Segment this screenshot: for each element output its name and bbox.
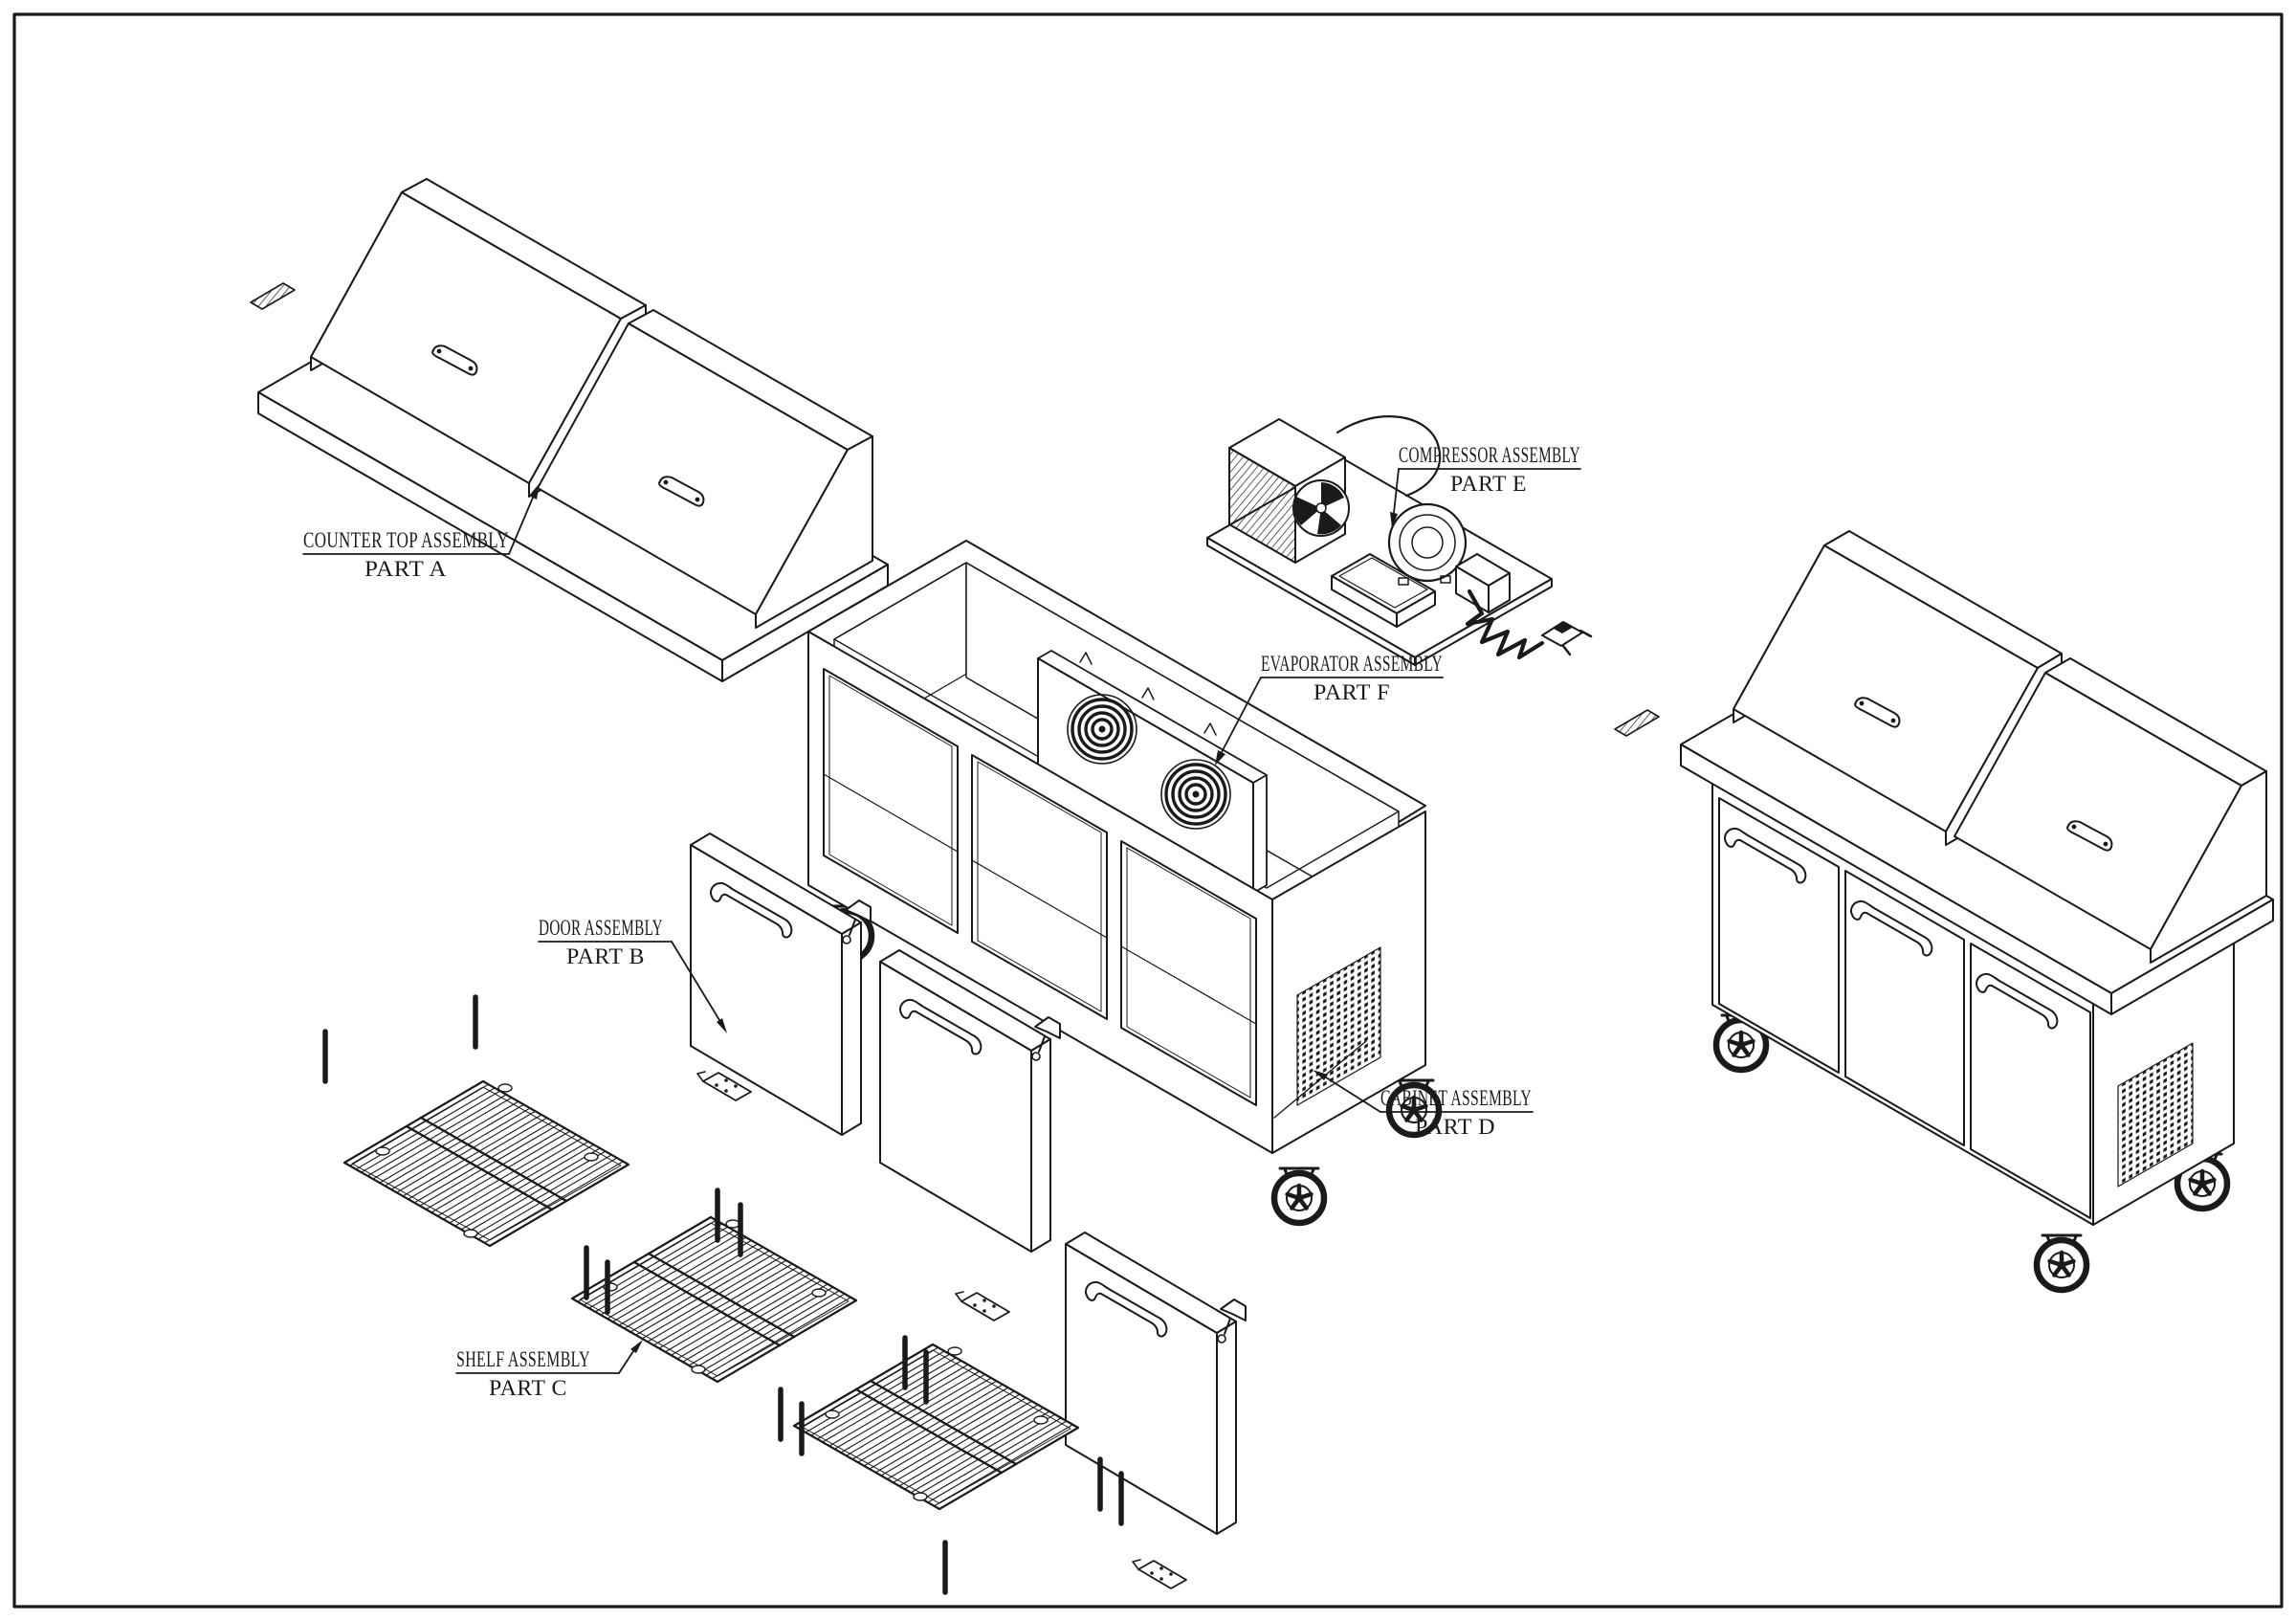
assembled-unit [1614,530,2274,1290]
label-part: PART C [489,1376,567,1400]
compressor-assembly [1206,415,1593,666]
label-title: SHELF ASSEMBLY [456,1347,590,1371]
counter-end-bracket [1614,709,1660,737]
callout-labels: COUNTER TOP ASSEMBLY PART A DOOR ASSEMBL… [302,443,1581,1400]
unit-counter-top [1614,530,2274,1015]
leader-line [671,941,720,1021]
wire-shelf-3 [792,1343,1080,1511]
caster-wheel-icon [1274,1168,1324,1223]
label-title: COUNTER TOP ASSEMBLY [303,528,509,552]
vent-grille [2117,1042,2194,1188]
label-part: PART B [566,944,645,968]
label-part: PART D [1415,1115,1495,1139]
leader-line [618,1350,634,1374]
arrowhead-icon [1313,1070,1328,1080]
leader-line [1393,468,1400,514]
leader-line-cross [1273,1040,1367,1119]
label-door-assembly: DOOR ASSEMBLY PART B [538,916,727,1033]
label-counter-top-assembly: COUNTER TOP ASSEMBLY PART A [302,483,540,581]
label-title: EVAPORATOR ASSEMBLY [1261,652,1443,676]
vent-grille [1296,946,1381,1106]
arrowhead-icon [529,483,540,500]
arrowhead-icon [717,1018,727,1033]
refrigerant-tube [1336,415,1442,498]
border-frame [12,12,2284,1609]
unit-doors [1718,797,2091,1219]
wire-shelf-1 [342,1079,630,1248]
arrowhead-icon [630,1340,643,1353]
leader-line [1325,1077,1381,1113]
condenser-coil [1228,418,1350,564]
arrowhead-icon [1215,750,1225,766]
door-hinge-plate [955,1291,1010,1321]
door-panel-3 [1065,1232,1247,1535]
door-hinge-plate [1132,1559,1187,1589]
label-part: PART E [1450,472,1527,496]
mounting-brackets [1079,652,1217,736]
electrical-box [1455,553,1511,613]
wire-shelf-2 [570,1215,858,1384]
power-cord [1465,588,1545,660]
arrowhead-icon [1390,512,1398,528]
label-cabinet-assembly: CABINET ASSEMBLY PART D [1273,1040,1534,1139]
leader-line [1221,677,1262,753]
label-part: PART A [364,557,447,581]
label-title: CABINET ASSEMBLY [1380,1086,1532,1110]
door-openings [823,668,1257,1106]
label-shelf-assembly: SHELF ASSEMBLY PART C [455,1340,643,1400]
power-plug-icon [1541,621,1593,656]
evaporator-fan-icon [1066,693,1138,766]
label-compressor-assembly: COMPRESSOR ASSEMBLY PART E [1390,443,1581,528]
counter-end-bracket [250,282,296,310]
compressor-dome [1387,502,1468,586]
evaporator-fan-icon [1159,758,1232,831]
condenser-fan-icon [1292,479,1350,537]
cabinet-assembly [807,540,1439,1223]
label-title: DOOR ASSEMBLY [539,916,663,940]
drain-pan [1331,553,1436,628]
label-part: PART F [1314,680,1390,704]
label-title: COMPRESSOR ASSEMBLY [1399,443,1580,467]
counter-top-assembly [250,178,889,682]
leader-line [508,497,534,555]
label-evaporator-assembly: EVAPORATOR ASSEMBLY PART F [1215,652,1444,766]
caster-wheel-icon [2037,1235,2086,1290]
